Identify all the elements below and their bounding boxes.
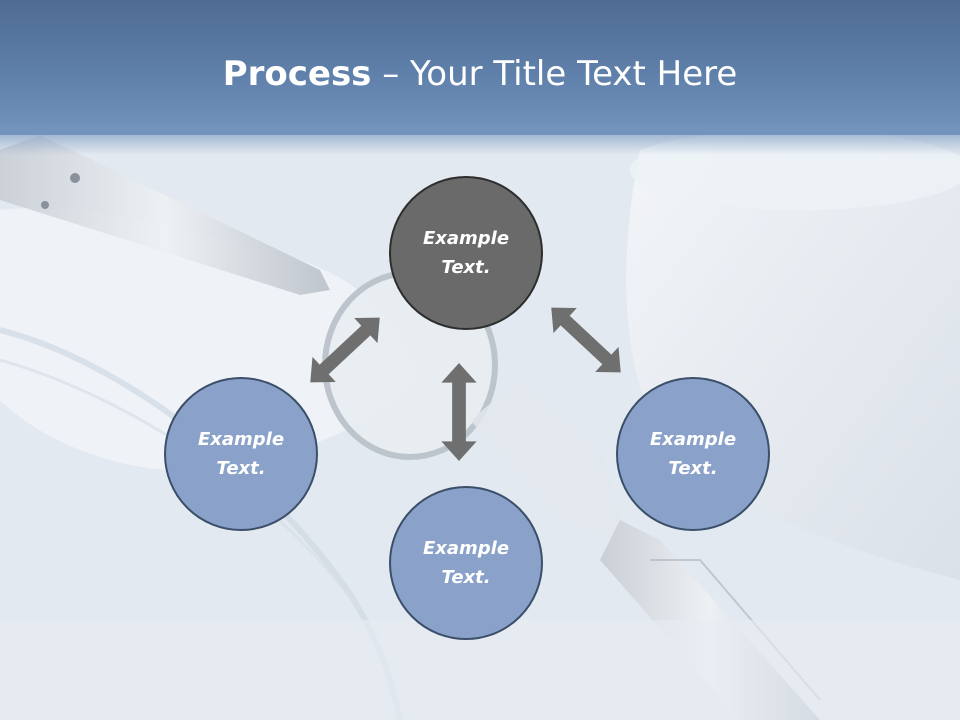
process-node-top: Example Text. (389, 176, 543, 330)
process-node-left-label: Example Text. (197, 429, 285, 479)
title-bold-part: Process (222, 54, 372, 94)
arrow-left-top (298, 305, 392, 395)
arrow-center-vertical (441, 363, 477, 461)
process-node-top-label: Example Text. (422, 228, 510, 278)
title-band (0, 0, 960, 135)
title-band-fade (0, 125, 960, 155)
process-node-bottom-label: Example Text. (422, 538, 510, 588)
slide-title: Process – Your Title Text Here (0, 52, 960, 96)
title-rest-part: – Your Title Text Here (371, 54, 738, 94)
process-node-right: Example Text. (616, 377, 770, 531)
arrow-right-top (539, 295, 633, 385)
process-node-left: Example Text. (164, 377, 318, 531)
process-node-right-label: Example Text. (649, 429, 737, 479)
process-node-bottom: Example Text. (389, 486, 543, 640)
